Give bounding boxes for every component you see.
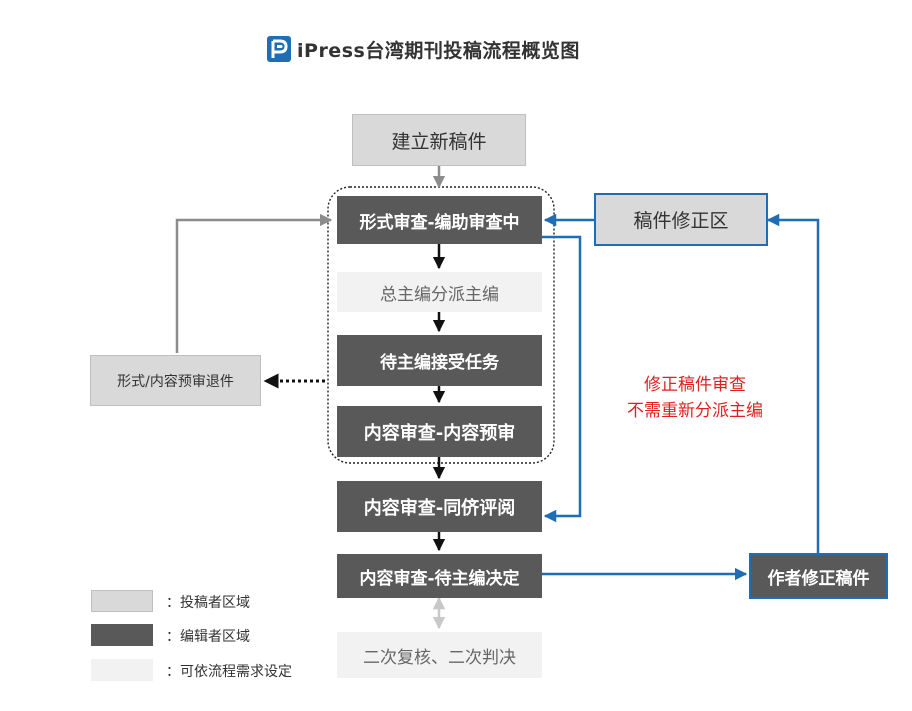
pre-review-group-frame	[327, 186, 555, 464]
legend-label-editor: ：编辑者区域	[166, 629, 250, 645]
node-second-review-label: 二次复核、二次判决	[363, 647, 516, 668]
arrow-format-to-peer	[542, 235, 582, 523]
node-content-prereview: 内容审查-内容预审	[337, 406, 542, 457]
revision-note-line1: 修正稿件审查	[644, 375, 746, 395]
node-peer-review: 内容审查-同侪评阅	[337, 481, 542, 532]
legend-label-submitter: ：投稿者区域	[166, 595, 250, 611]
node-author-revise: 作者修正稿件	[749, 553, 888, 599]
node-revision-area-label: 稿件修正区	[633, 210, 729, 232]
legend-swatch-submitter	[91, 590, 153, 612]
diagram-title: iPress台湾期刊投稿流程概览图	[267, 34, 580, 64]
node-second-review: 二次复核、二次判决	[337, 632, 542, 678]
revision-note: 修正稿件审查 不需重新分派主编	[585, 372, 805, 424]
node-author-revise-label: 作者修正稿件	[767, 568, 870, 589]
legend-swatch-editor	[91, 624, 153, 646]
revision-note-line2: 不需重新分派主编	[627, 401, 763, 421]
ipress-logo-icon	[267, 36, 291, 62]
arrow-author-to-revision	[766, 213, 820, 553]
node-editor-decision-label: 内容审查-待主编决定	[359, 568, 520, 589]
node-create-manuscript: 建立新稿件	[352, 114, 526, 166]
node-content-prereview-label: 内容审查-内容预审	[363, 422, 516, 444]
node-accept-task: 待主编接受任务	[337, 335, 542, 386]
node-returned-label: 形式/内容预审退件	[117, 373, 234, 390]
node-format-review: 形式审查-编助审查中	[337, 196, 542, 244]
node-chief-assign-label: 总主编分派主编	[380, 284, 499, 305]
node-chief-assign: 总主编分派主编	[337, 272, 542, 312]
node-peer-review-label: 内容审查-同侪评阅	[363, 497, 516, 519]
node-create-label: 建立新稿件	[391, 130, 487, 153]
arrow-returned-to-format	[175, 213, 333, 353]
legend-swatch-optional	[91, 659, 153, 681]
node-returned: 形式/内容预审退件	[90, 355, 261, 406]
node-revision-area: 稿件修正区	[594, 193, 768, 246]
node-format-review-label: 形式审查-编助审查中	[359, 212, 520, 233]
node-accept-task-label: 待主编接受任务	[380, 353, 499, 373]
legend-label-optional: ：可依流程需求设定	[166, 664, 292, 680]
title-text: iPress台湾期刊投稿流程概览图	[297, 39, 580, 62]
node-editor-decision: 内容审查-待主编决定	[337, 554, 542, 598]
